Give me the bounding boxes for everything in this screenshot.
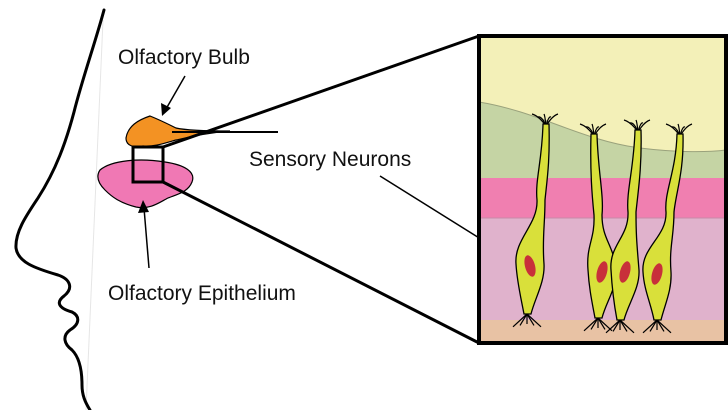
olfactory-bulb-label: Olfactory Bulb	[118, 47, 250, 68]
epithelium-cross-section	[479, 36, 726, 343]
epithelium-arrow	[144, 208, 149, 268]
sensory-neurons-label: Sensory Neurons	[249, 149, 411, 170]
bulb-arrowhead	[161, 103, 171, 116]
face-profile	[16, 10, 104, 410]
zoom-line-bottom	[163, 182, 479, 343]
olfactory-epithelium-label: Olfactory Epithelium	[108, 283, 296, 304]
callout-arrows	[138, 76, 515, 268]
bulb-arrow	[166, 76, 185, 109]
olfactory-epithelium-shape	[98, 160, 193, 208]
guide-line	[86, 20, 103, 410]
